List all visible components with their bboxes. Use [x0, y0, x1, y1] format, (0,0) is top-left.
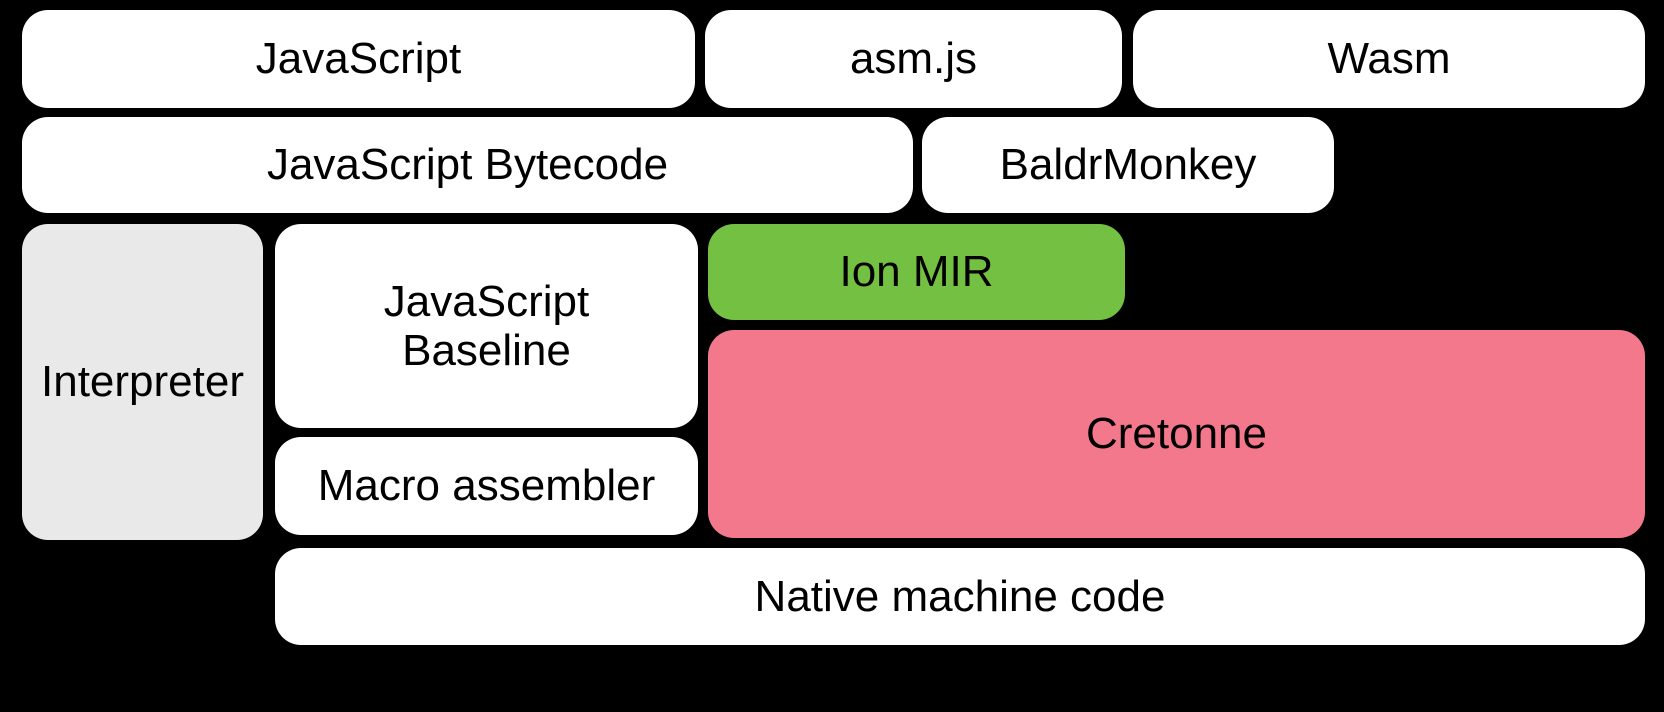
node-javascript-baseline: JavaScript Baseline: [275, 224, 698, 428]
node-javascript: JavaScript: [22, 10, 695, 108]
node-native-machine-code: Native machine code: [275, 548, 1645, 645]
node-wasm: Wasm: [1133, 10, 1645, 108]
node-ion-mir: Ion MIR: [708, 224, 1125, 320]
node-baldrmonkey: BaldrMonkey: [922, 117, 1334, 213]
node-cretonne: Cretonne: [708, 330, 1645, 538]
node-asmjs: asm.js: [705, 10, 1122, 108]
node-javascript-bytecode: JavaScript Bytecode: [22, 117, 913, 213]
node-macro-assembler: Macro assembler: [275, 437, 698, 535]
node-interpreter: Interpreter: [22, 224, 263, 540]
